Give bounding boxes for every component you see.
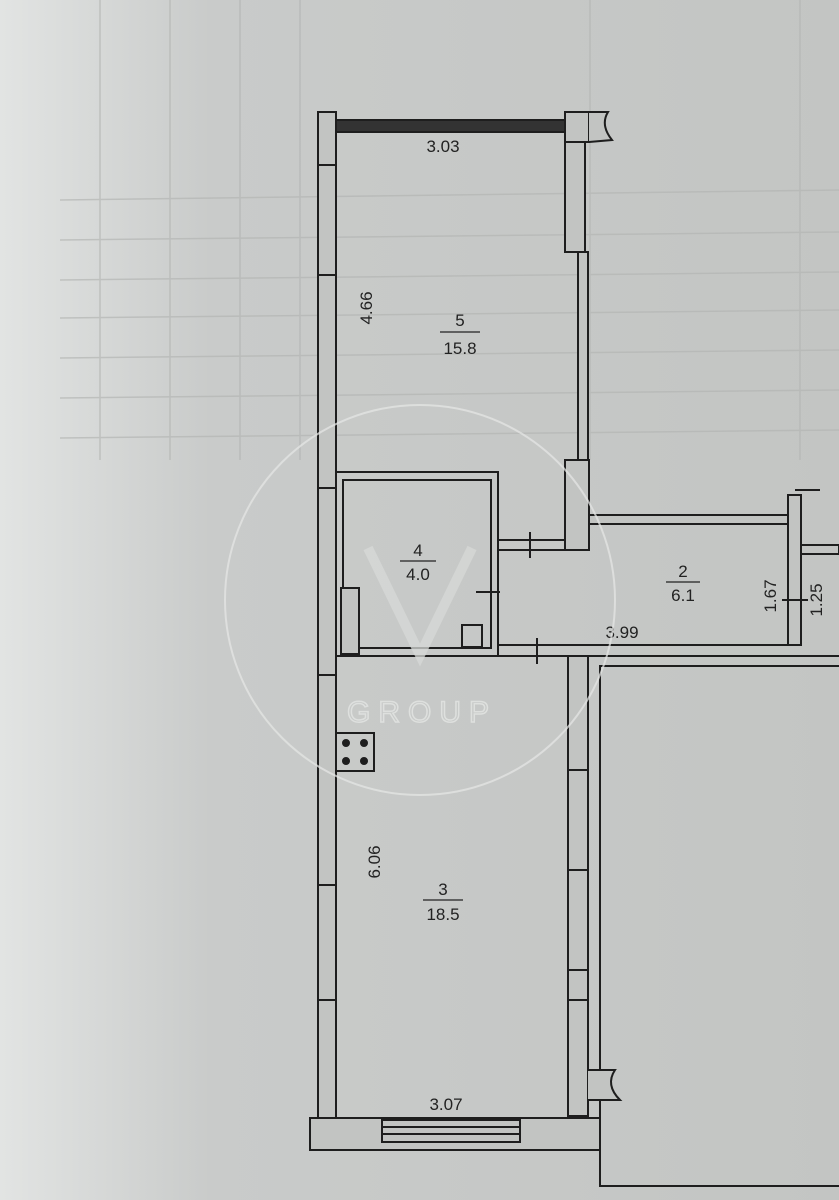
room-4-label: 4 4.0	[400, 541, 436, 584]
watermark-text: GROUP	[347, 696, 497, 729]
room-area: 15.8	[443, 339, 476, 358]
room-number: 4	[413, 541, 422, 560]
room-3-label: 3 18.5	[423, 880, 463, 924]
background-table-lines	[59, 0, 839, 460]
room-number: 2	[678, 562, 687, 581]
dimension-room3-width: 3.07	[429, 1095, 462, 1114]
room-area: 18.5	[426, 905, 459, 924]
room-number: 3	[438, 880, 447, 899]
watermark-logo: GROUP	[224, 404, 616, 796]
dimension-door-a: 1.67	[761, 579, 780, 612]
dimension-balcony-width: 3.03	[426, 137, 459, 156]
stove-icon	[335, 732, 375, 772]
room-5-label: 5 15.8	[440, 311, 480, 358]
dimension-door-b: 1.25	[807, 583, 826, 616]
room-area: 4.0	[406, 565, 430, 584]
dimension-room3-length: 6.06	[365, 845, 384, 878]
room-number: 5	[455, 311, 464, 330]
room-2-label: 2 6.1	[666, 562, 700, 605]
walls	[309, 111, 839, 1187]
room-area: 6.1	[671, 586, 695, 605]
dimension-room5-length: 4.66	[357, 291, 376, 324]
